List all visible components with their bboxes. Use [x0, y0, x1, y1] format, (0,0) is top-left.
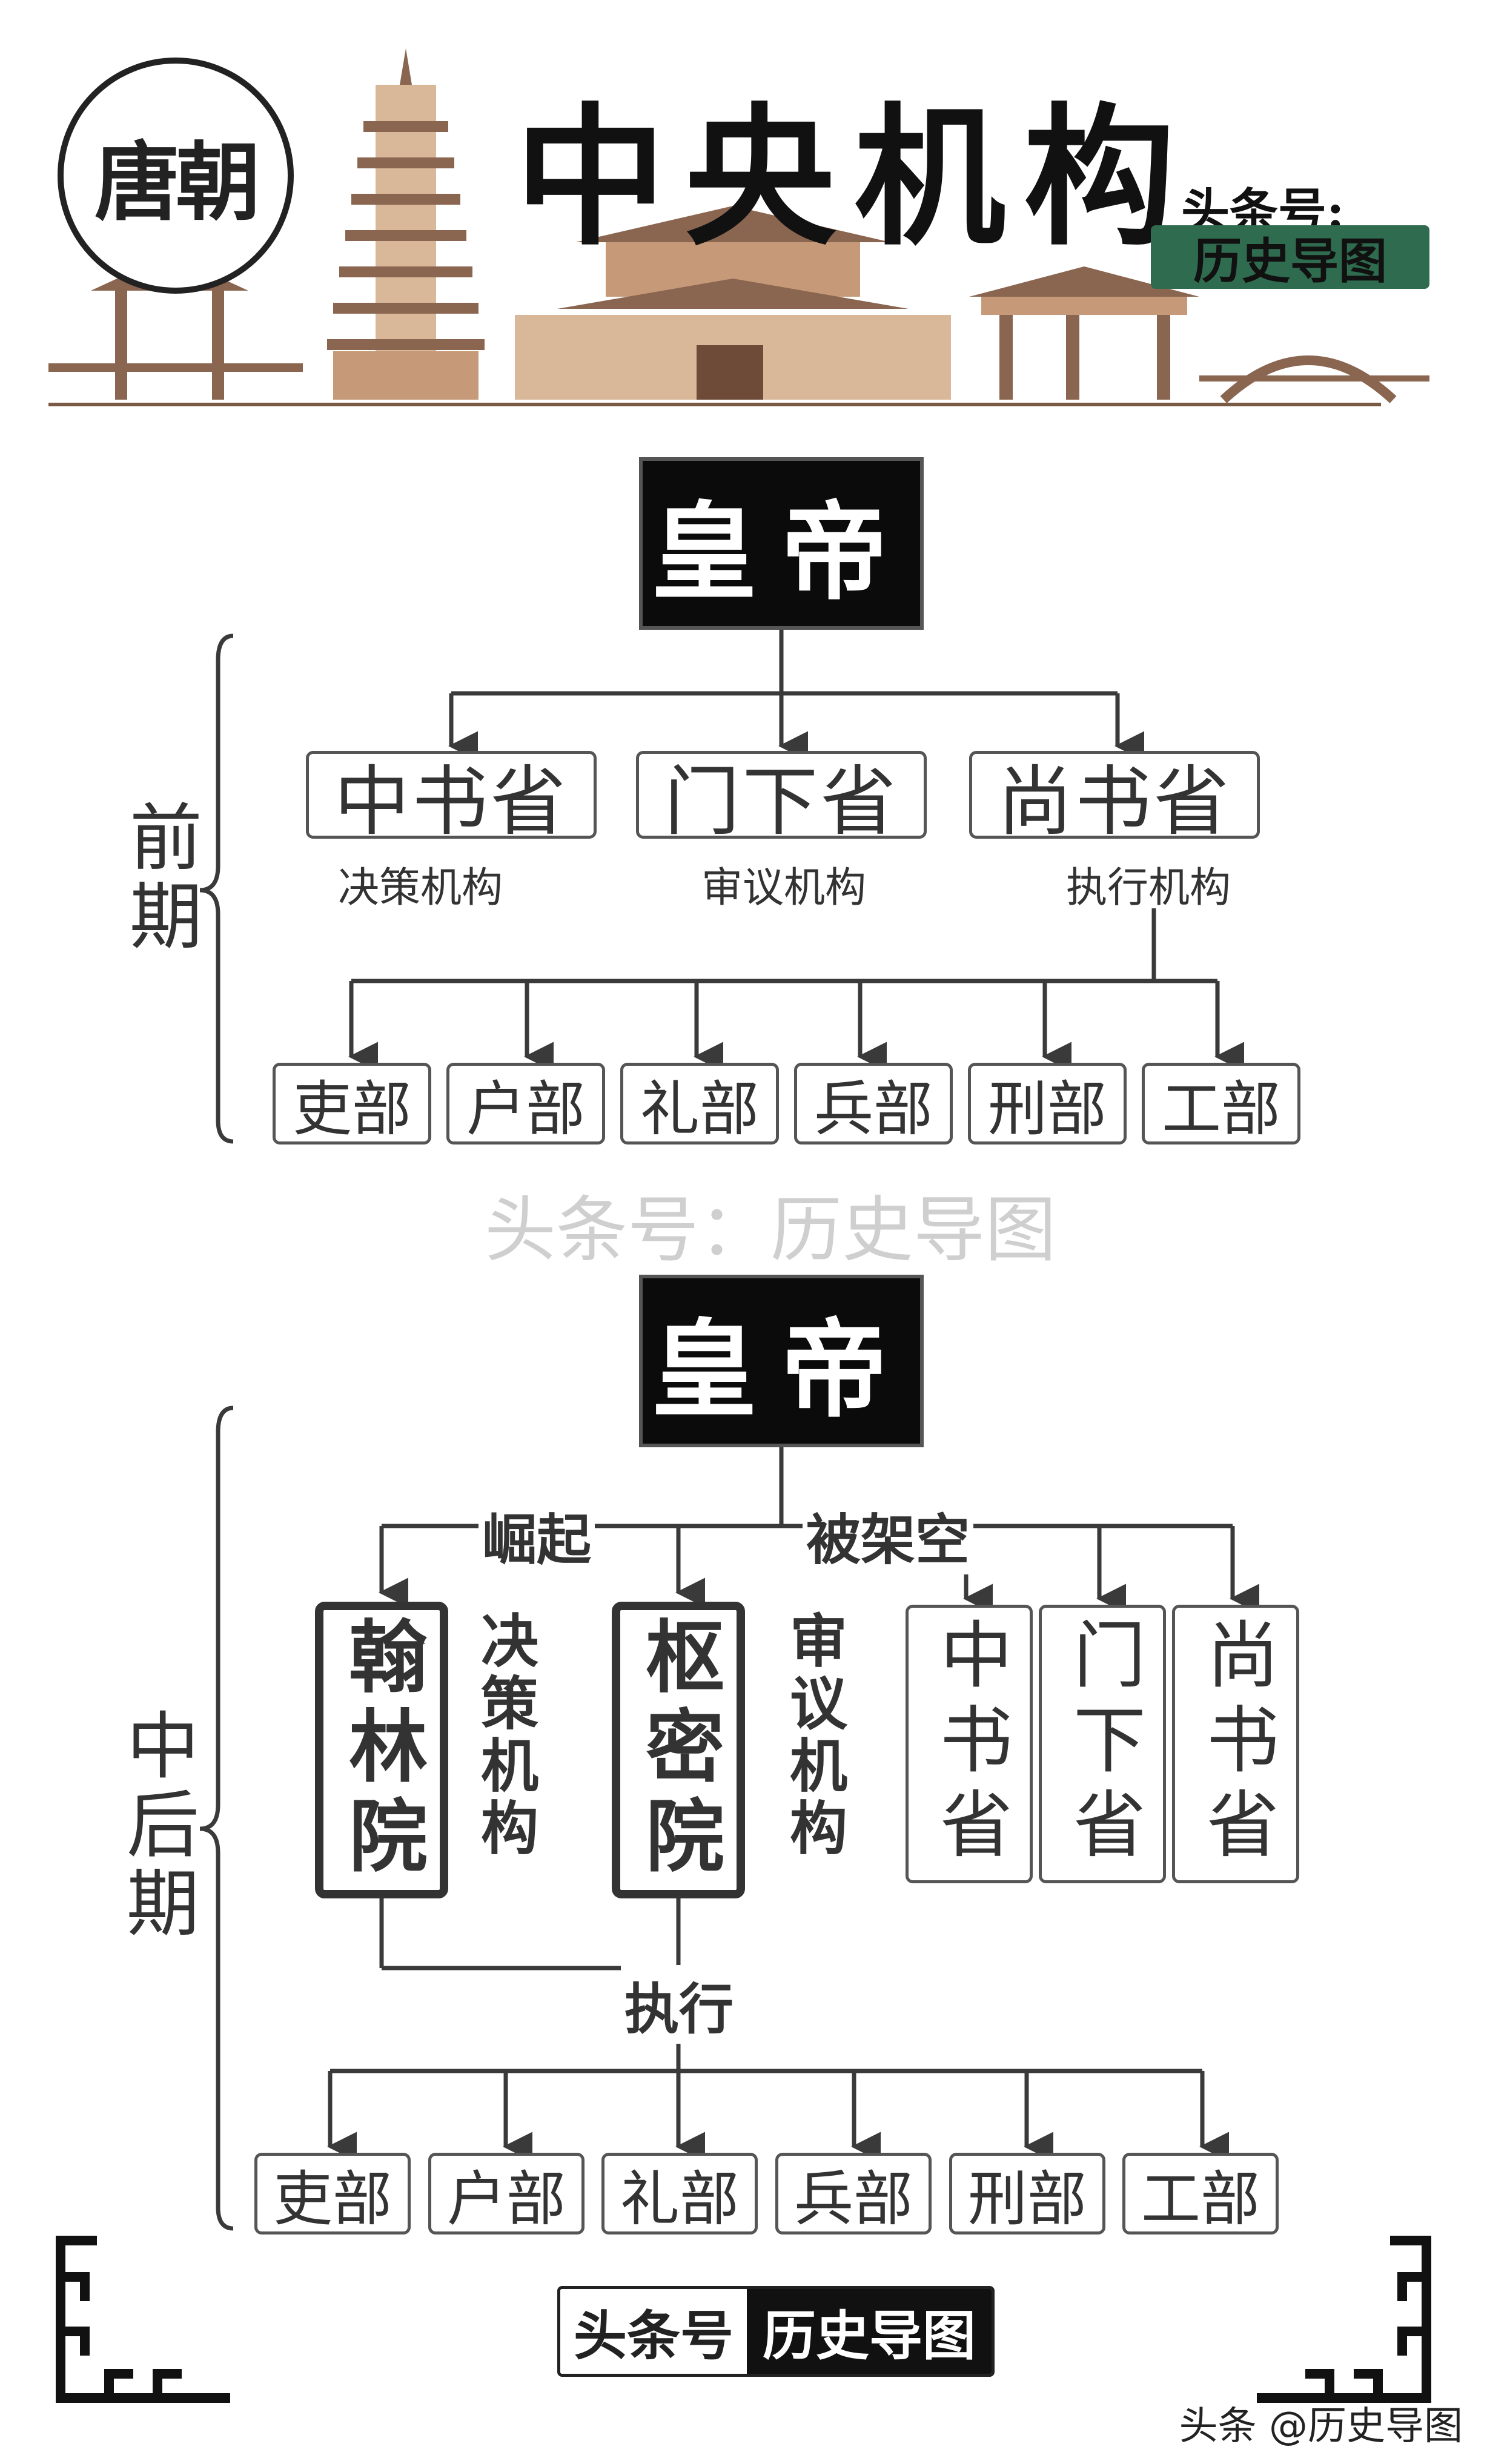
- emperor-label: 皇帝: [651, 490, 912, 615]
- ministry-box: 兵部: [794, 1063, 953, 1144]
- old-province-menxia: 门下省: [1039, 1605, 1166, 1883]
- role-label: 审议机构: [780, 1611, 847, 1860]
- role-label: 执行机构: [1066, 864, 1231, 912]
- architecture-illustration: [48, 48, 1429, 403]
- province-name: 尚书省: [1194, 1617, 1278, 1871]
- hanlin-academy-box: 翰林院: [315, 1602, 448, 1898]
- corner-credit: 头条 @历史导图: [1179, 2404, 1463, 2449]
- province-shangshu: 尚书省: [969, 751, 1260, 846]
- province-name: 中书省: [927, 1617, 1012, 1871]
- dynasty-badge: 唐朝: [58, 58, 294, 294]
- watermark: 头条号：历史导图: [485, 1188, 1057, 1272]
- province-menxia: 门下省: [636, 751, 927, 846]
- old-province-zhongshu: 中书省: [906, 1605, 1033, 1883]
- ministry-box: 工部: [1142, 1063, 1300, 1144]
- ministry-box: 户部: [428, 2153, 585, 2234]
- province-name: 门下省: [664, 758, 899, 846]
- ministry-box: 户部: [446, 1063, 605, 1144]
- emperor-box-early: 皇帝: [639, 457, 924, 630]
- ministry-box: 刑部: [968, 1063, 1127, 1144]
- page-title: 中央机构: [515, 88, 1193, 266]
- emperor-label: 皇帝: [651, 1308, 912, 1432]
- sidelined-label: 被架空: [803, 1496, 973, 1574]
- emperor-box-late: 皇帝: [639, 1275, 924, 1447]
- ministry-name: 礼部: [640, 1074, 759, 1144]
- execute-label: 执行: [621, 1965, 737, 2044]
- role-label: 决策机构: [338, 864, 503, 912]
- role-label: 决策机构: [471, 1611, 538, 1860]
- ministry-name: 吏部: [273, 2164, 392, 2234]
- body-name: 翰林院: [336, 1616, 428, 1884]
- province-name: 中书省: [334, 758, 569, 846]
- ministry-name: 户部: [446, 2164, 566, 2234]
- ministry-box: 刑部: [949, 2153, 1105, 2234]
- brand-strip: 历史导图: [1151, 225, 1429, 289]
- ministry-name: 刑部: [967, 2164, 1087, 2234]
- period-label-late: 中后期: [114, 1708, 198, 1944]
- ministry-box: 礼部: [620, 1063, 779, 1144]
- body-name: 枢密院: [632, 1616, 724, 1884]
- footer-brand-right: 历史导图: [747, 2289, 992, 2374]
- brand-name: 历史导图: [1193, 232, 1387, 289]
- ministry-name: 工部: [1141, 2164, 1260, 2234]
- province-name: 尚书省: [997, 758, 1232, 846]
- footer-brand-left: 头条号: [560, 2289, 747, 2374]
- rise-label: 崛起: [479, 1496, 595, 1574]
- period-label-early: 前期: [117, 799, 201, 957]
- ministry-box: 吏部: [254, 2153, 411, 2234]
- ministry-name: 刑部: [987, 1074, 1107, 1144]
- shumi-council-box: 枢密院: [612, 1602, 745, 1898]
- dynasty-badge-text: 唐朝: [94, 133, 260, 233]
- ministry-box: 兵部: [775, 2153, 932, 2234]
- ministry-box: 工部: [1122, 2153, 1279, 2234]
- ministry-name: 工部: [1161, 1074, 1280, 1144]
- header-banner: [48, 36, 1442, 412]
- ministry-box: 吏部: [273, 1063, 431, 1144]
- ministry-name: 兵部: [813, 1074, 933, 1144]
- ministry-name: 吏部: [292, 1074, 411, 1144]
- ministry-name: 礼部: [620, 2164, 739, 2234]
- province-zhongshu: 中书省: [306, 751, 597, 846]
- footer-brand-badge: 头条号 历史导图: [557, 2286, 995, 2377]
- old-province-shangshu: 尚书省: [1172, 1605, 1299, 1883]
- ministry-name: 户部: [466, 1074, 585, 1144]
- province-name: 门下省: [1061, 1617, 1145, 1871]
- ministry-name: 兵部: [793, 2164, 913, 2234]
- role-label: 审议机构: [701, 864, 867, 912]
- ministry-box: 礼部: [601, 2153, 758, 2234]
- ground-line: [48, 403, 1381, 406]
